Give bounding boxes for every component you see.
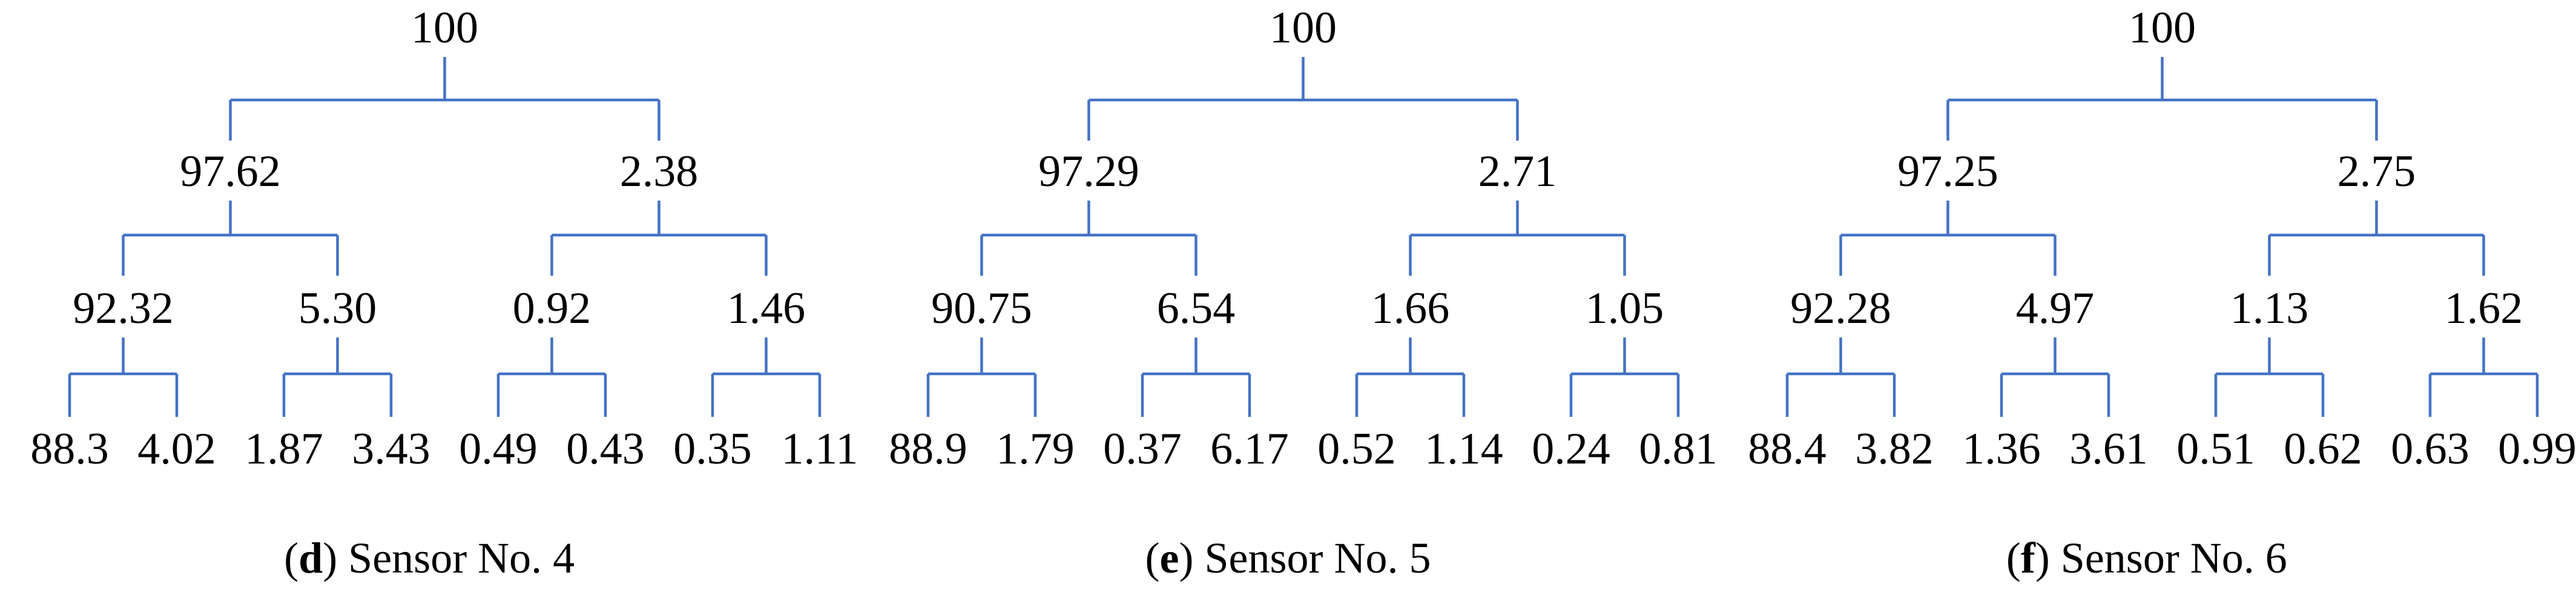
- tree-node-value: 88.9: [889, 424, 967, 474]
- tree-node-value: 0.62: [2284, 424, 2362, 474]
- tree-connector: [496, 337, 607, 417]
- tree-node-value: 88.4: [1748, 424, 1826, 474]
- tree-node-value: 2.38: [620, 147, 698, 196]
- tree-node-value: 92.28: [1790, 284, 1891, 333]
- caption-paren-open: (: [284, 534, 299, 582]
- tree-connector: [1946, 57, 2378, 141]
- caption-letter: f: [2020, 534, 2035, 582]
- tree-node-value: 5.30: [298, 284, 377, 333]
- caption-paren-open: (: [2006, 534, 2021, 582]
- tree-connector: [229, 57, 660, 141]
- tree-node-value: 0.35: [673, 424, 751, 474]
- tree-node-value: 1.36: [1962, 424, 2040, 474]
- tree-connector: [980, 201, 1198, 276]
- tree-node-value: 3.43: [352, 424, 430, 474]
- tree-connector: [1409, 201, 1627, 276]
- tree-caption-sensor-4: (d) Sensor No. 4: [0, 536, 858, 580]
- tree-node-value: 0.24: [1532, 424, 1610, 474]
- tree-connector: [2214, 337, 2324, 417]
- tree-node-value: 92.32: [73, 284, 173, 333]
- tree-node-value: 97.29: [1039, 147, 1139, 196]
- tree-connector: [1356, 337, 1466, 417]
- tree-node-value: 100: [411, 3, 478, 53]
- tree-node-value: 0.52: [1318, 424, 1396, 474]
- tree-node-value: 4.02: [137, 424, 216, 474]
- tree-node-value: 90.75: [932, 284, 1032, 333]
- tree-node-value: 2.75: [2337, 147, 2415, 196]
- tree-connector: [1839, 201, 2057, 276]
- tree-node-value: 0.43: [566, 424, 644, 474]
- caption-letter: d: [298, 534, 323, 582]
- tree-node-value: 6.17: [1211, 424, 1289, 474]
- tree-node-value: 0.51: [2176, 424, 2255, 474]
- tree-node-value: 1.66: [1371, 284, 1449, 333]
- tree-node-value: 97.62: [180, 147, 280, 196]
- tree-sensor-5: 100 97.29 90.75 88.9 1.79 6.54 0.37 6.17 2.71 1.6…: [858, 0, 1718, 595]
- tree-node-value: 0.92: [513, 284, 591, 333]
- tree-node-value: 97.25: [1897, 147, 1998, 196]
- tree-node-value: 1.11: [782, 424, 858, 474]
- tree-node-value: 0.37: [1104, 424, 1182, 474]
- tree-node-value: 1.62: [2444, 284, 2522, 333]
- tree-node-value: 3.61: [2069, 424, 2147, 474]
- caption-paren-close: ): [2035, 534, 2050, 582]
- caption-paren-open: (: [1145, 534, 1160, 582]
- tree-node-value: 1.05: [1586, 284, 1664, 333]
- caption-label: Sensor No. 5: [1193, 534, 1431, 582]
- tree-node-value: 0.99: [2498, 424, 2576, 474]
- tree-node-value: 100: [2129, 3, 2196, 53]
- tree-connector: [2267, 201, 2485, 276]
- tree-node-value: 100: [1270, 3, 1337, 53]
- tree-node-value: 1.14: [1425, 424, 1503, 474]
- caption-letter: e: [1159, 534, 1179, 582]
- caption-paren-close: ): [323, 534, 338, 582]
- tree-node-value: 3.82: [1855, 424, 1933, 474]
- tree-node-value: 1.87: [245, 424, 323, 474]
- caption-paren-close: ): [1179, 534, 1194, 582]
- tree-connector: [1570, 337, 1680, 417]
- tree-node-value: 6.54: [1157, 284, 1235, 333]
- tree-caption-sensor-6: (f) Sensor No. 6: [1718, 536, 2576, 580]
- tree-connector: [68, 337, 179, 417]
- caption-label: Sensor No. 4: [337, 534, 575, 582]
- tree-node-value: 4.97: [2015, 284, 2093, 333]
- tree-diagram-sensor-4: 100 97.62 92.32 88.3 4.02 5.30 1.87 3.43 2.38 0.9…: [30, 3, 858, 474]
- tree-node-value: 0.63: [2391, 424, 2469, 474]
- tree-connector: [550, 201, 768, 276]
- tree-connector: [1141, 337, 1251, 417]
- tree-node-value: 0.81: [1639, 424, 1718, 474]
- caption-label: Sensor No. 6: [2049, 534, 2287, 582]
- tree-diagram-sensor-6: 100 97.25 92.28 88.4 3.82 4.97 1.36 3.61 2.75 1.1…: [1748, 3, 2576, 474]
- tree-connector: [122, 201, 339, 276]
- tree-connector: [927, 337, 1037, 417]
- tree-connector: [282, 337, 393, 417]
- tree-node-value: 0.49: [459, 424, 537, 474]
- tree-caption-sensor-5: (e) Sensor No. 5: [858, 536, 1717, 580]
- tree-node-value: 1.79: [996, 424, 1075, 474]
- tree-node-value: 2.71: [1478, 147, 1556, 196]
- tree-node-value: 1.46: [727, 284, 805, 333]
- tree-connector: [2000, 337, 2110, 417]
- tree-connector: [1785, 337, 1896, 417]
- tree-connector: [1087, 57, 1520, 141]
- tree-connector: [711, 337, 822, 417]
- tree-node-value: 1.13: [2230, 284, 2308, 333]
- tree-node-value: 88.3: [30, 424, 108, 474]
- tree-sensor-4: 100 97.62 92.32 88.3 4.02 5.30 1.87 3.43 2.38 0.9…: [0, 0, 858, 595]
- tree-sensor-6: 100 97.25 92.28 88.4 3.82 4.97 1.36 3.61 2.75 1.1…: [1718, 0, 2576, 595]
- tree-diagram-sensor-5: 100 97.29 90.75 88.9 1.79 6.54 0.37 6.17 2.71 1.6…: [889, 3, 1718, 474]
- tree-connector: [2428, 337, 2538, 417]
